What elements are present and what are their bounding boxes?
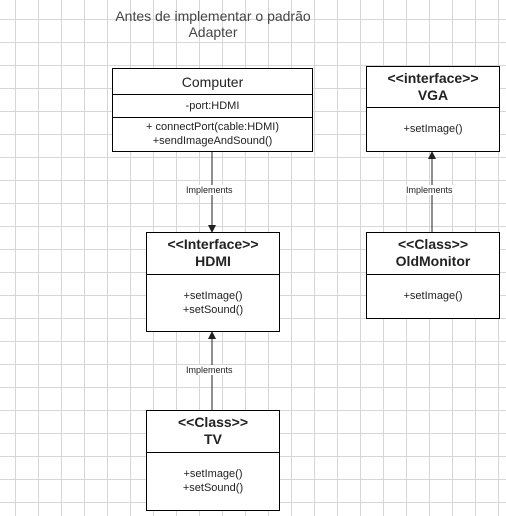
- oldmonitor-method: +setImage(): [403, 290, 463, 302]
- vga-header: <<interface>> VGA: [367, 67, 499, 108]
- computer-class[interactable]: Computer -port:HDMI + connectPort(cable:…: [112, 68, 313, 152]
- vga-method: +setImage(): [403, 123, 463, 135]
- tv-method: +setImage(): [183, 468, 243, 480]
- vga-methods: +setImage(): [367, 108, 499, 136]
- hdmi-name: HDMI: [195, 253, 231, 269]
- hdmi-stereotype: <<Interface>>: [167, 236, 259, 252]
- tv-method: +setSound(): [182, 482, 244, 494]
- edge-label-oldmonitor-vga: Implements: [405, 185, 454, 195]
- hdmi-interface[interactable]: <<Interface>> HDMI +setImage() +setSound…: [146, 232, 280, 332]
- diagram-title: Antes de implementar o padrão Adapter: [115, 8, 311, 40]
- edge-label-tv-hdmi: Implements: [185, 365, 234, 375]
- oldmonitor-name: OldMonitor: [395, 253, 471, 269]
- hdmi-method: +setImage(): [183, 290, 243, 302]
- computer-method: + connectPort(cable:HDMI): [146, 121, 279, 133]
- oldmonitor-header: <<Class>> OldMonitor: [367, 233, 499, 275]
- oldmonitor-methods: +setImage(): [367, 275, 499, 303]
- tv-stereotype: <<Class>>: [177, 414, 249, 430]
- tv-name: TV: [204, 431, 222, 447]
- tv-header: <<Class>> TV: [147, 411, 279, 453]
- oldmonitor-class[interactable]: <<Class>> OldMonitor +setImage(): [366, 232, 500, 319]
- tv-methods: +setImage() +setSound(): [147, 453, 279, 495]
- computer-method: +sendImageAndSound(): [152, 135, 273, 147]
- vga-name: VGA: [417, 87, 449, 103]
- tv-class[interactable]: <<Class>> TV +setImage() +setSound(): [146, 410, 280, 511]
- hdmi-method: +setSound(): [182, 304, 244, 316]
- computer-attributes: -port:HDMI: [113, 95, 312, 118]
- computer-methods: + connectPort(cable:HDMI) +sendImageAndS…: [113, 118, 312, 148]
- computer-attribute: -port:HDMI: [185, 100, 240, 112]
- vga-interface[interactable]: <<interface>> VGA +setImage(): [366, 66, 500, 152]
- hdmi-header: <<Interface>> HDMI: [147, 233, 279, 275]
- edge-label-computer-hdmi: Implements: [185, 185, 234, 195]
- vga-stereotype: <<interface>>: [387, 70, 479, 86]
- computer-class-name: Computer: [113, 69, 312, 95]
- oldmonitor-stereotype: <<Class>>: [397, 236, 469, 252]
- hdmi-methods: +setImage() +setSound(): [147, 275, 279, 317]
